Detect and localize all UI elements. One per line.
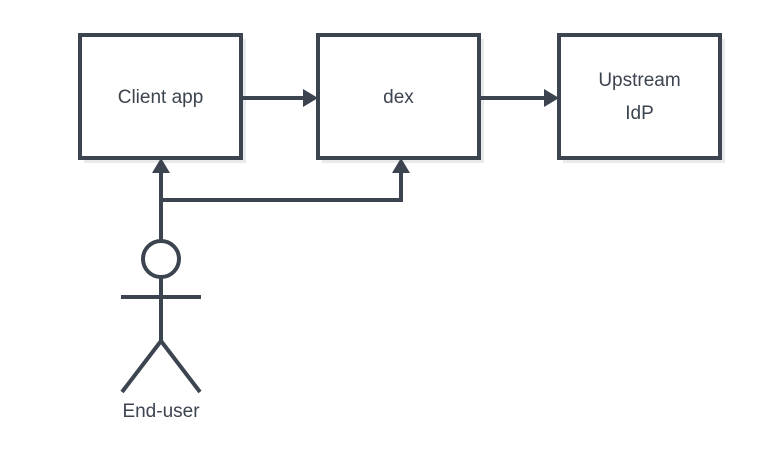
node-upstream-idp[interactable]: Upstream IdP [557,33,722,160]
edge-dex-to-upstream-idp [479,89,559,107]
edge-end-user-to-dex [161,158,410,202]
end-user-right-leg [159,339,202,394]
actor-end-user[interactable]: End-user [120,239,202,422]
client-app-label: Client app [118,87,204,108]
dex-label: dex [383,87,414,108]
arrow-head-icon [152,158,170,173]
end-user-head-icon [141,239,181,279]
upstream-idp-label-line-1: Upstream [598,70,680,91]
edge-client-app-to-dex [241,89,318,107]
end-user-left-leg [120,339,163,394]
node-dex[interactable]: dex [316,33,481,160]
node-client-app[interactable]: Client app [78,33,243,160]
end-user-label: End-user [122,401,200,422]
arrow-head-icon [392,158,410,173]
client-app-box[interactable] [78,33,243,160]
upstream-idp-label-line-2: IdP [625,103,654,124]
upstream-idp-box[interactable] [557,33,722,160]
dex-box[interactable] [316,33,481,160]
arrow-head-icon [544,89,559,107]
arrow-head-icon [303,89,318,107]
